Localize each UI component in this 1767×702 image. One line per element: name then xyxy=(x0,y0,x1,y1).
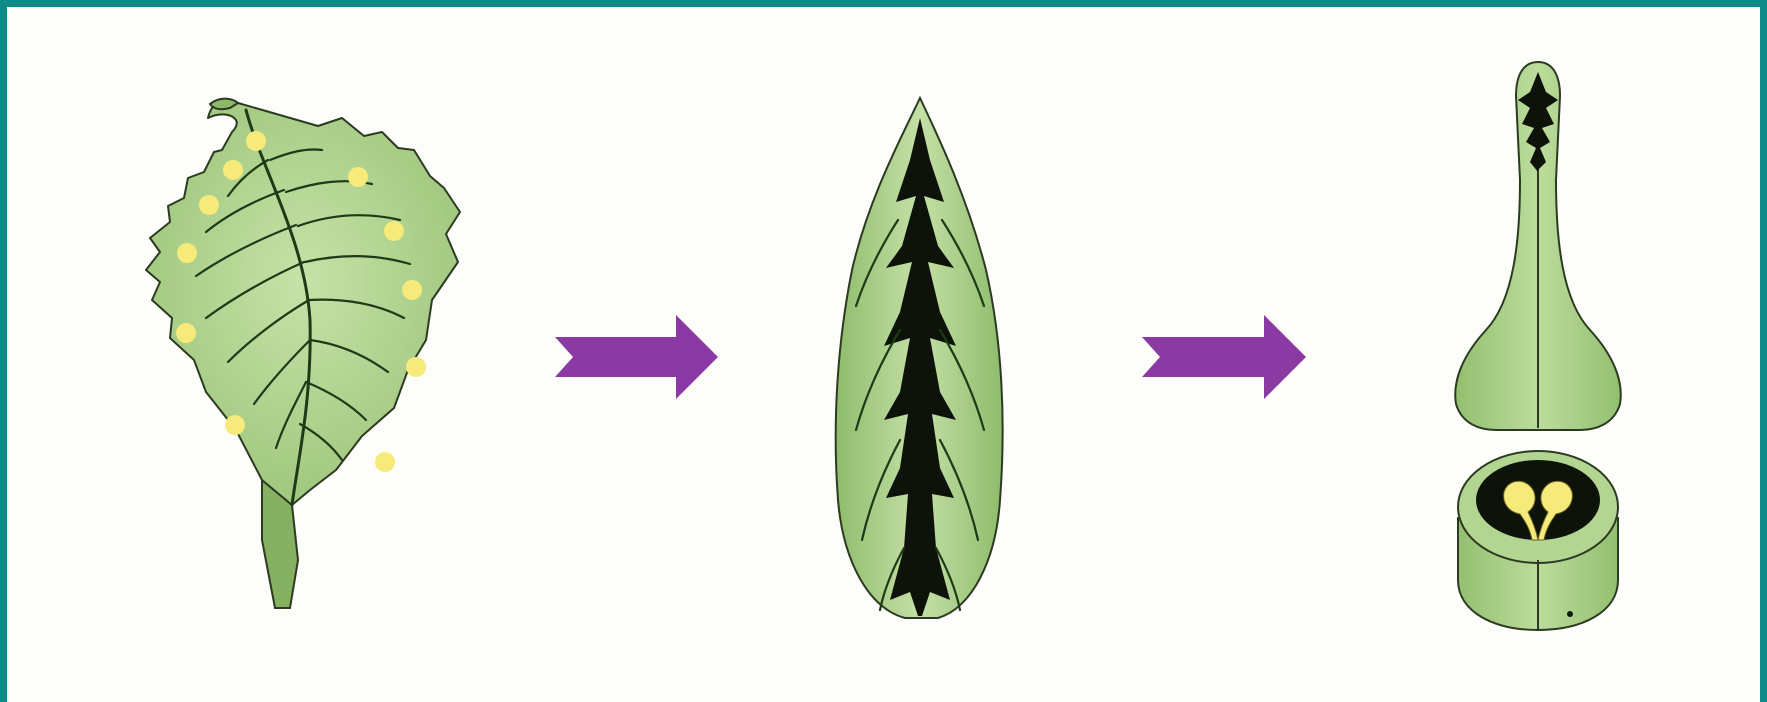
ovule-dot xyxy=(375,452,395,472)
ovule-dot xyxy=(199,195,219,215)
ovule-dot xyxy=(406,357,426,377)
ovule-dot xyxy=(402,280,422,300)
carpel-ovary xyxy=(1455,62,1621,630)
ovule-dot xyxy=(225,415,245,435)
ovary-dot xyxy=(1567,611,1573,617)
ovary-locule xyxy=(1476,460,1600,540)
ovule-dot xyxy=(223,160,243,180)
ovule-dot xyxy=(177,243,197,263)
folded-leaf xyxy=(836,98,1003,618)
ovule-dot xyxy=(384,221,404,241)
ovule-dot xyxy=(348,167,368,187)
arrow-right-icon xyxy=(555,315,718,399)
ovule-dot xyxy=(246,131,266,151)
leaf-with-ovules xyxy=(146,99,460,608)
arrow-right-icon xyxy=(1142,315,1306,399)
ovule-dot xyxy=(176,323,196,343)
